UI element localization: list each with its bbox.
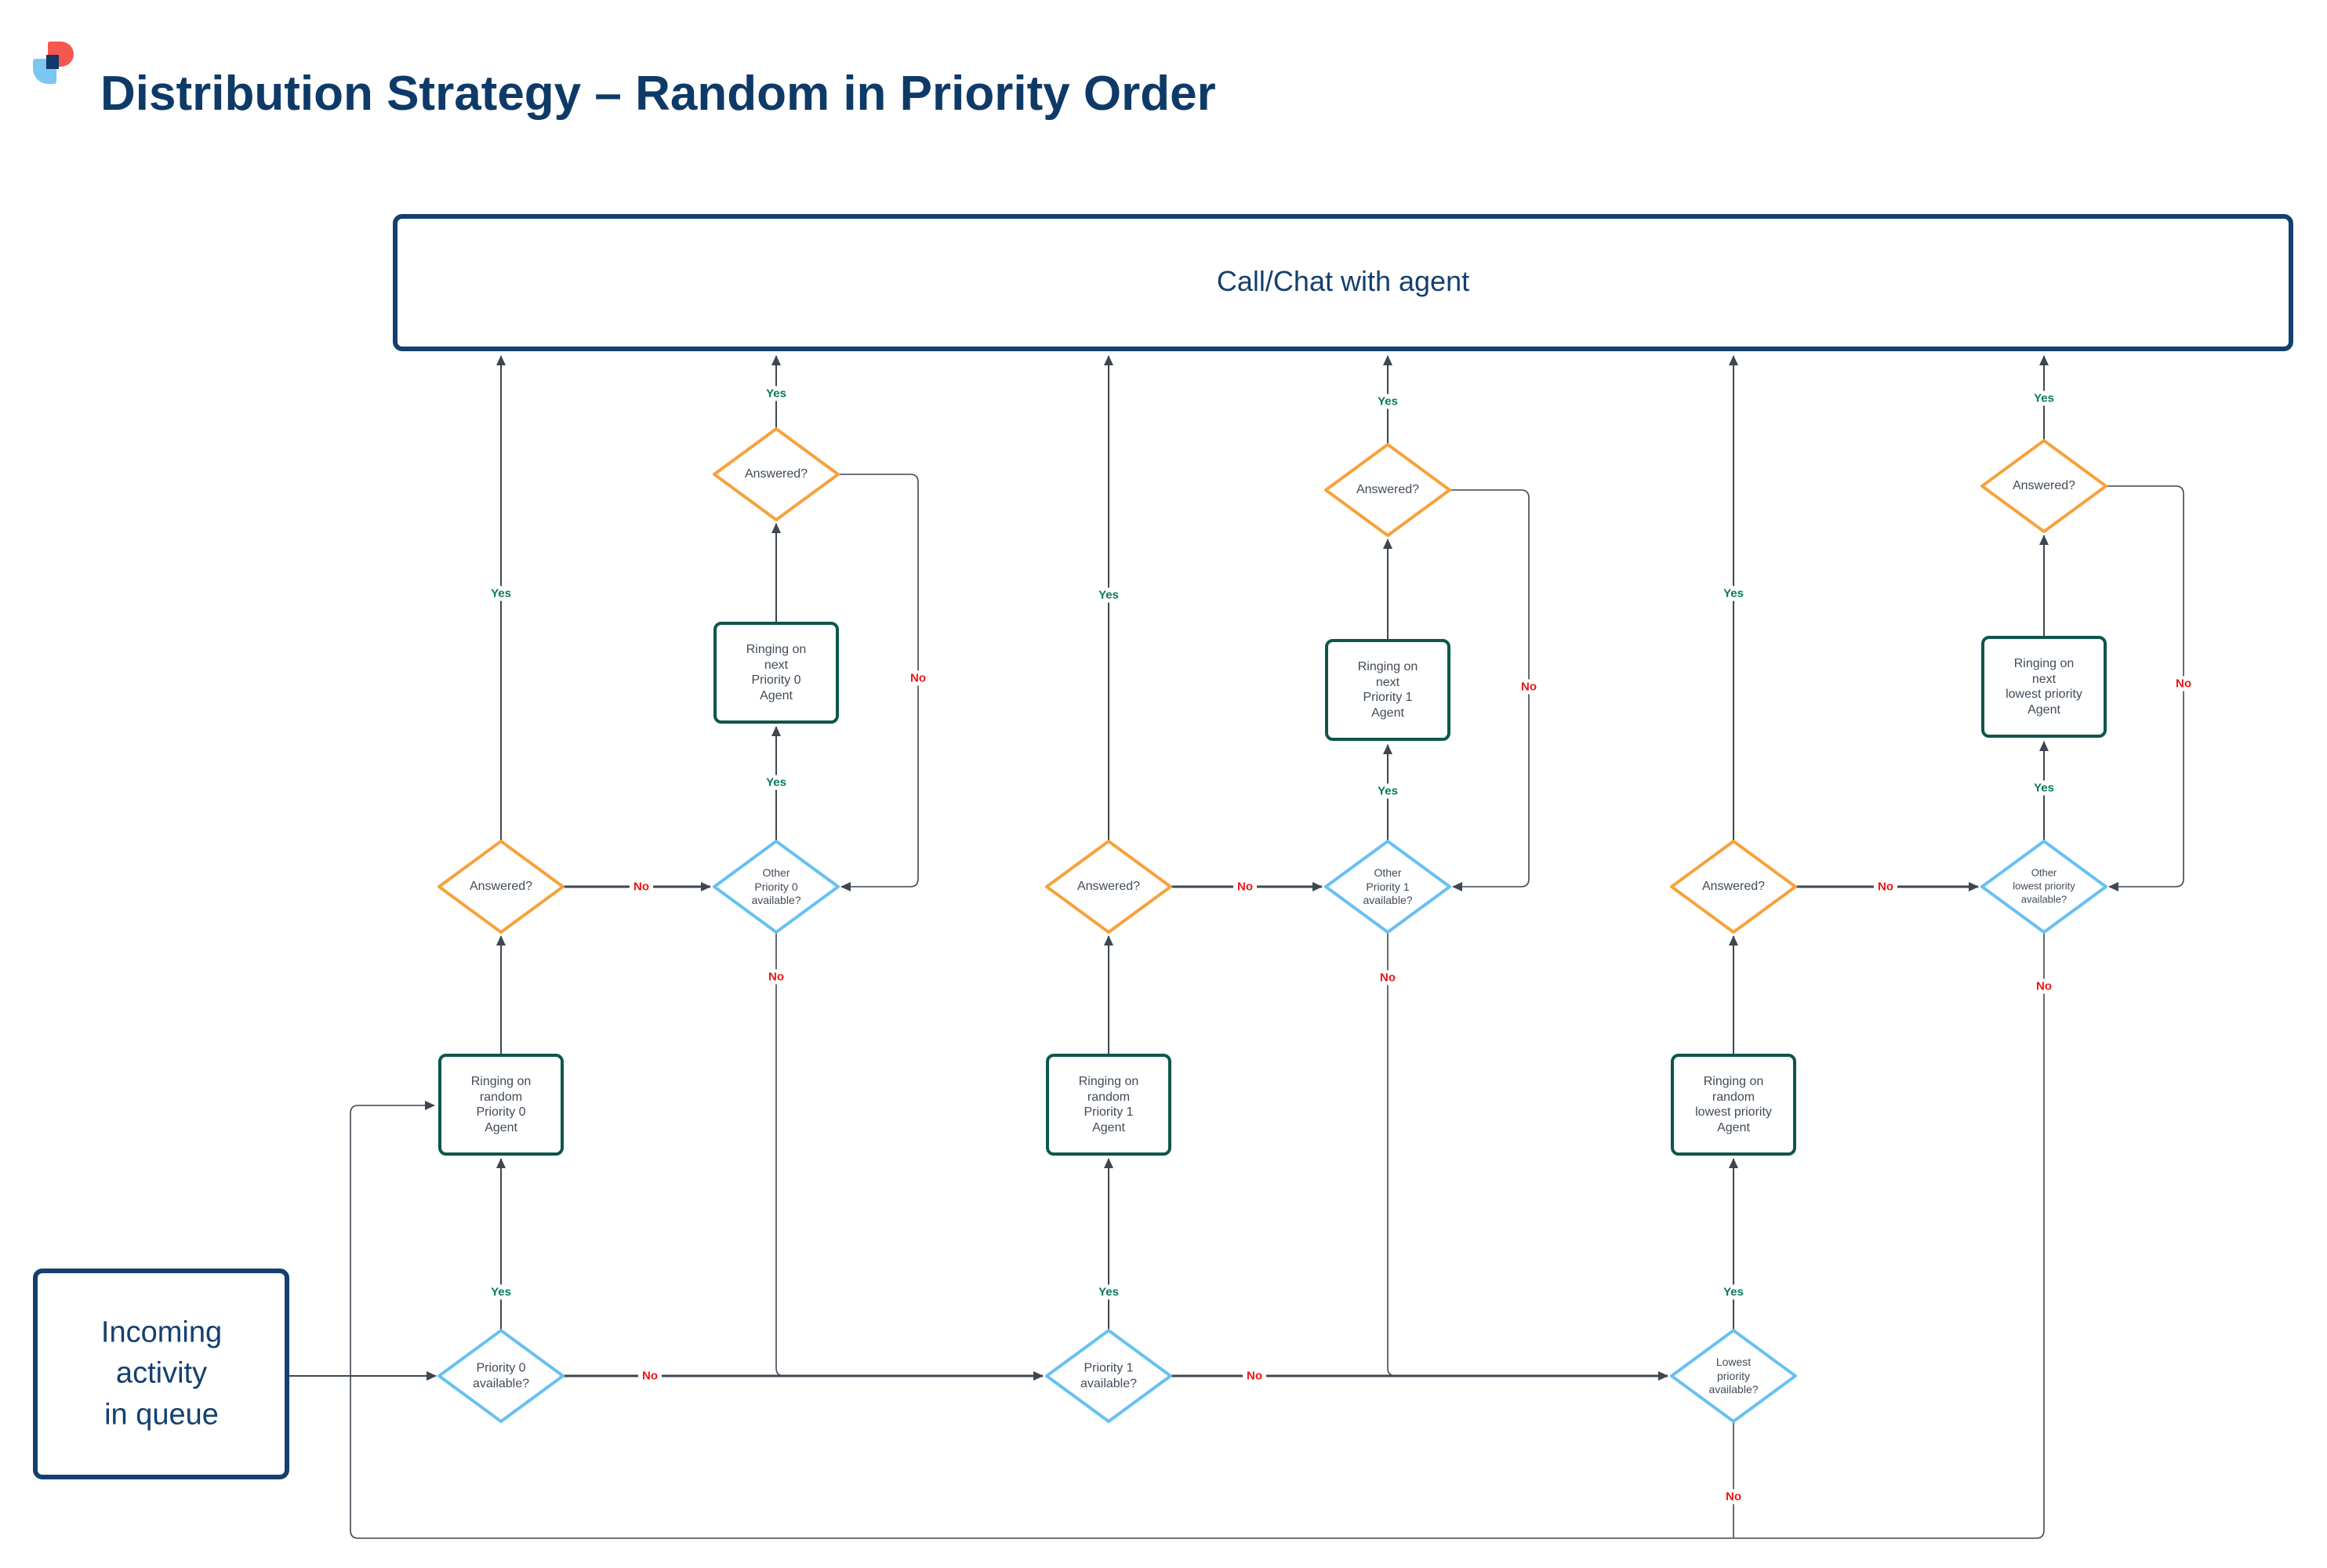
decision-priority0-available-shape bbox=[437, 1329, 565, 1423]
process-ringing-random-lowest-label: Ringing on random lowest priority Agent bbox=[1695, 1074, 1772, 1134]
start-terminator-label: Incoming activity in queue bbox=[100, 1316, 223, 1432]
edge-label-yes: Yes bbox=[1095, 587, 1123, 603]
decision-priority0-answered-shape bbox=[437, 840, 565, 934]
decision-lowest-answered-retry-label: Answered? bbox=[2012, 479, 2076, 493]
decision-lowest-answered-retry-shape bbox=[1980, 439, 2107, 533]
process-ringing-random-priority0-label: Ringing on random Priority 0 Agent bbox=[470, 1074, 532, 1134]
process-ringing-next-lowest bbox=[1981, 636, 2107, 738]
edge-label-no: No bbox=[1517, 679, 1541, 695]
edge-p1-other-no-down bbox=[1387, 932, 1396, 1377]
process-ringing-random-lowest bbox=[1671, 1054, 1796, 1156]
edge-label-no: No bbox=[906, 670, 930, 686]
edge-label-no: No bbox=[764, 969, 788, 985]
process-ringing-random-priority1-label: Ringing on random Priority 1 Agent bbox=[1078, 1074, 1139, 1134]
decision-priority1-answered-retry-shape bbox=[1324, 443, 1451, 537]
process-ringing-next-lowest-label: Ringing on next lowest priority Agent bbox=[2006, 656, 2082, 717]
edge-label-yes: Yes bbox=[2030, 390, 2058, 406]
decision-lowest-answered-shape bbox=[1670, 840, 1797, 934]
decision-lowest-answered-label: Answered? bbox=[1701, 880, 1766, 894]
decision-other-priority1-label: Other Priority 1 available? bbox=[1363, 866, 1413, 906]
process-ringing-random-priority0 bbox=[438, 1054, 564, 1156]
decision-priority0-answered-label: Answered? bbox=[469, 880, 533, 894]
agent-terminator-label: Call/Chat with agent bbox=[1216, 265, 1470, 297]
decision-priority1-answered-label: Answered? bbox=[1076, 880, 1141, 894]
decision-lowest-available-label: Lowest priority available? bbox=[1708, 1355, 1759, 1396]
decision-other-lowest-shape bbox=[1980, 840, 2107, 934]
process-ringing-next-priority0-label: Ringing on next Priority 0 Agent bbox=[746, 642, 807, 702]
process-ringing-next-priority1 bbox=[1325, 639, 1450, 741]
page-title: Distribution Strategy – Random in Priori… bbox=[100, 67, 1216, 121]
edge-label-no: No bbox=[1233, 879, 1257, 895]
edge-label-yes: Yes bbox=[2030, 780, 2058, 796]
decision-priority1-available-label: Priority 1 available? bbox=[1080, 1361, 1138, 1390]
edge-label-no: No bbox=[630, 879, 653, 895]
decision-other-lowest-label: Other lowest priority available? bbox=[2013, 866, 2075, 906]
edge-label-yes: Yes bbox=[487, 1284, 515, 1300]
edge-label-no: No bbox=[2172, 676, 2195, 691]
edge-label-no: No bbox=[1376, 970, 1399, 985]
decision-lowest-available-shape bbox=[1670, 1329, 1797, 1423]
process-ringing-next-priority1-label: Ringing on next Priority 1 Agent bbox=[1357, 659, 1418, 720]
lucid-logo-icon bbox=[33, 42, 74, 84]
decision-priority0-available-label: Priority 0 available? bbox=[472, 1361, 530, 1390]
edge-label-yes: Yes bbox=[762, 386, 790, 401]
decision-other-priority1-shape bbox=[1324, 840, 1451, 934]
edge-label-yes: Yes bbox=[487, 586, 515, 601]
agent-terminator-box bbox=[393, 214, 2293, 351]
edge-p0-other-no-down bbox=[775, 932, 785, 1377]
process-ringing-random-priority1 bbox=[1046, 1054, 1171, 1156]
edge-label-yes: Yes bbox=[1719, 586, 1748, 601]
decision-priority1-available-shape bbox=[1045, 1329, 1172, 1423]
decision-other-priority0-label: Other Priority 0 available? bbox=[751, 866, 801, 906]
edge-label-yes: Yes bbox=[1719, 1284, 1748, 1300]
decision-priority1-answered-retry-label: Answered? bbox=[1356, 483, 1420, 497]
edge-label-no: No bbox=[1874, 879, 1897, 895]
decision-other-priority0-shape bbox=[713, 840, 840, 934]
edge-label-yes: Yes bbox=[1095, 1284, 1123, 1300]
edge-label-no: No bbox=[1243, 1368, 1266, 1384]
edge-label-yes: Yes bbox=[1374, 394, 1402, 409]
edge-feedback-to-ringing-random bbox=[350, 1101, 2036, 1539]
process-ringing-next-priority0 bbox=[713, 622, 839, 724]
edge-label-no: No bbox=[2032, 978, 2056, 994]
edge-label-no: No bbox=[1722, 1489, 1745, 1504]
edge-label-yes: Yes bbox=[762, 775, 790, 790]
decision-priority1-answered-shape bbox=[1045, 840, 1172, 934]
decision-priority0-answered-retry-shape bbox=[713, 427, 840, 521]
edge-low-other-no-down bbox=[2035, 932, 2045, 1539]
start-terminator-box bbox=[33, 1269, 289, 1479]
edge-label-no: No bbox=[638, 1368, 662, 1384]
edge-label-yes: Yes bbox=[1374, 783, 1402, 799]
logo-navy-shape bbox=[46, 54, 59, 69]
decision-priority0-answered-retry-label: Answered? bbox=[744, 467, 808, 481]
